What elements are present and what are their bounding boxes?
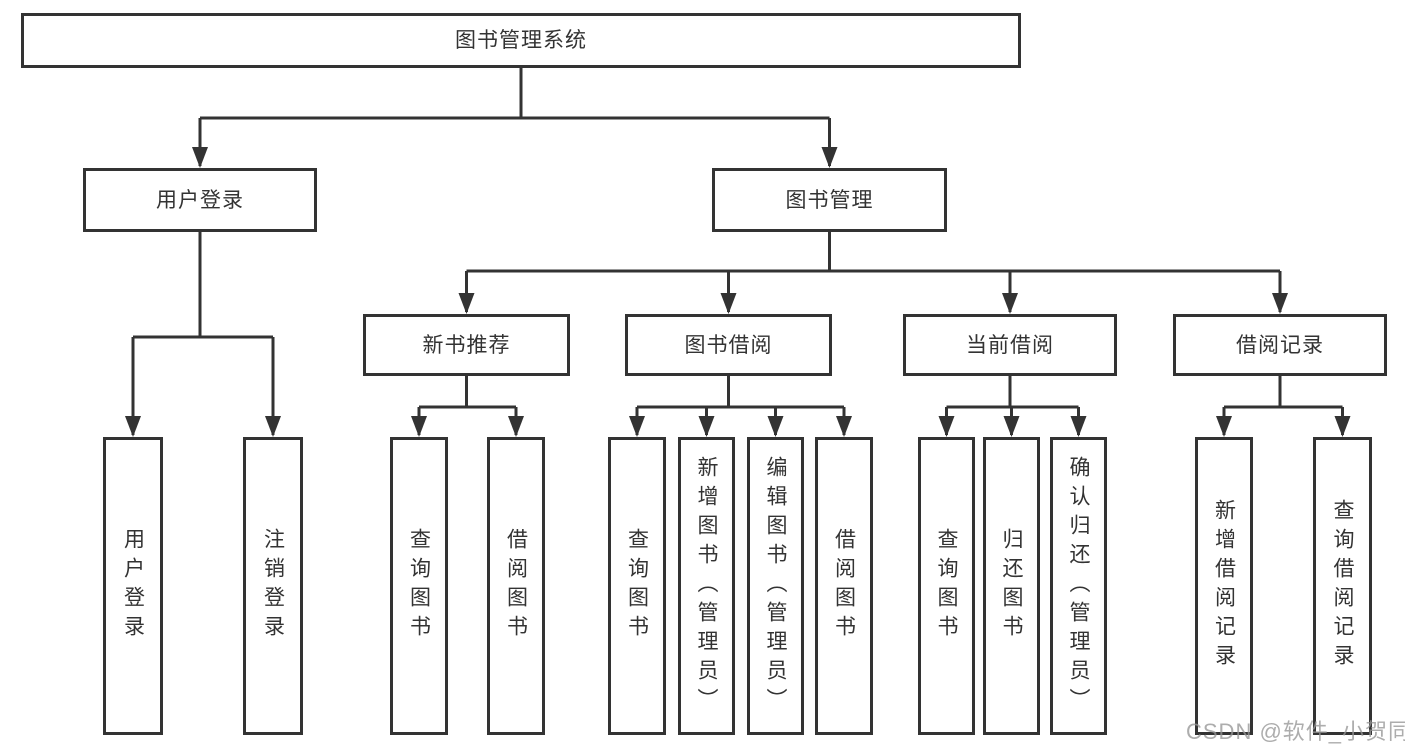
arrowhead-icon — [938, 416, 955, 437]
node-label-leaf-query-books-a: 查询图书 — [407, 528, 431, 644]
node-label-leaf-edit-book: 编辑图书（管理员） — [764, 455, 787, 717]
node-label-root: 图书管理系统 — [455, 29, 587, 52]
arrowhead-icon — [821, 147, 838, 168]
node-label-leaf-logout: 注销登录 — [261, 528, 285, 644]
arrowhead-icon — [1002, 293, 1018, 314]
node-leaf-borrow-books-a: 借阅图书 — [487, 437, 545, 735]
arrowhead-icon — [125, 416, 141, 437]
arrowhead-icon — [720, 293, 737, 314]
arrowhead-icon — [1003, 416, 1020, 437]
node-leaf-query-books-a: 查询图书 — [390, 437, 448, 735]
arrowhead-icon — [1272, 293, 1288, 314]
node-label-leaf-user-login: 用户登录 — [121, 528, 145, 644]
node-label-leaf-return-book: 归还图书 — [1000, 528, 1023, 644]
node-label-leaf-borrow-books-a: 借阅图书 — [504, 528, 528, 644]
arrowhead-icon — [767, 416, 784, 437]
arrowhead-icon — [1070, 416, 1087, 437]
arrowhead-icon — [1216, 416, 1232, 437]
arrowhead-icon — [411, 416, 427, 437]
node-label-current-borrow: 当前借阅 — [966, 333, 1054, 357]
node-label-book-borrow: 图书借阅 — [684, 333, 773, 357]
node-leaf-return-book: 归还图书 — [983, 437, 1040, 735]
node-leaf-query-books-c: 查询图书 — [918, 437, 975, 735]
node-label-leaf-query-books-c: 查询图书 — [935, 528, 958, 644]
node-label-book-mgmt-group: 图书管理 — [785, 188, 874, 212]
arrowhead-icon — [698, 416, 715, 437]
node-leaf-borrow-books-b: 借阅图书 — [815, 437, 873, 735]
node-label-new-book-rec: 新书推荐 — [422, 333, 511, 357]
node-label-leaf-borrow-books-b: 借阅图书 — [832, 528, 856, 644]
arrowhead-icon — [836, 416, 852, 437]
node-label-leaf-confirm-return: 确认归还（管理员） — [1067, 455, 1090, 717]
arrowhead-icon — [508, 416, 524, 437]
arrowhead-icon — [265, 416, 281, 437]
node-label-leaf-query-books-b: 查询图书 — [625, 528, 649, 644]
watermark: CSDN @软件_小贺同学 — [1186, 719, 1405, 744]
node-label-leaf-add-borrow-record: 新增借阅记录 — [1212, 499, 1236, 673]
node-leaf-confirm-return: 确认归还（管理员） — [1050, 437, 1107, 735]
node-leaf-query-borrow-record: 查询借阅记录 — [1313, 437, 1372, 735]
node-user-login-group: 用户登录 — [83, 168, 317, 232]
node-leaf-query-books-b: 查询图书 — [608, 437, 666, 735]
node-leaf-edit-book: 编辑图书（管理员） — [747, 437, 804, 735]
arrowhead-icon — [458, 293, 475, 314]
node-root: 图书管理系统 — [21, 13, 1021, 68]
node-book-borrow: 图书借阅 — [625, 314, 832, 376]
arrowhead-icon — [192, 147, 208, 168]
node-book-mgmt-group: 图书管理 — [712, 168, 947, 232]
node-leaf-add-book: 新增图书（管理员） — [678, 437, 735, 735]
node-label-user-login-group: 用户登录 — [156, 188, 244, 212]
node-leaf-logout: 注销登录 — [243, 437, 303, 735]
node-leaf-add-borrow-record: 新增借阅记录 — [1195, 437, 1253, 735]
connector-path — [131, 68, 1344, 435]
node-new-book-rec: 新书推荐 — [363, 314, 570, 376]
node-label-borrow-records: 借阅记录 — [1236, 333, 1324, 357]
node-label-leaf-query-borrow-record: 查询借阅记录 — [1331, 499, 1354, 673]
arrowhead-icon — [1334, 416, 1351, 437]
node-label-leaf-add-book: 新增图书（管理员） — [695, 455, 718, 717]
node-borrow-records: 借阅记录 — [1173, 314, 1387, 376]
node-current-borrow: 当前借阅 — [903, 314, 1117, 376]
arrowhead-icon — [629, 416, 645, 437]
node-leaf-user-login: 用户登录 — [103, 437, 163, 735]
